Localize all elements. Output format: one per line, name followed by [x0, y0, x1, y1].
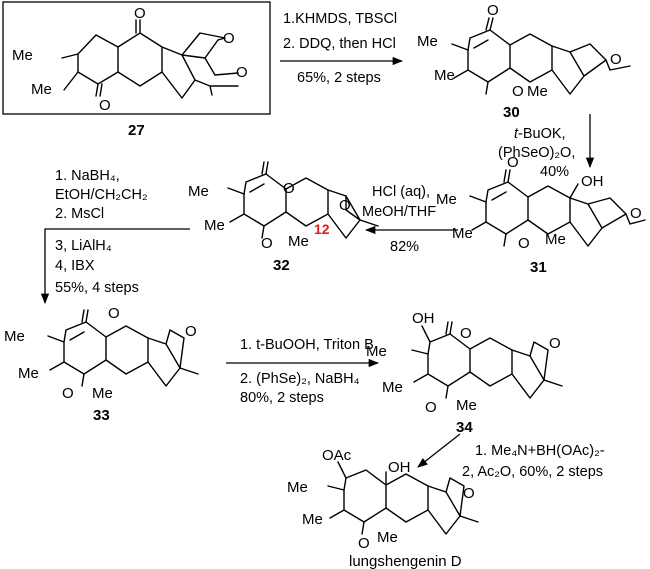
compound-27: O O Me Me O O 27 [2, 1, 271, 139]
compound-34-ketone-o-top: O [460, 325, 472, 342]
compound-30-ketone-o-bottom: O [512, 83, 524, 100]
compound-33-ketone-o-bottom: O [62, 385, 74, 402]
step-5: 1. t-BuOOH, Triton B 2. (PhSe)₂, NaBH₄ 8… [226, 337, 380, 406]
compound-33-methyl-3: Me [92, 385, 113, 402]
final-methyl-1: Me [287, 479, 308, 496]
compound-34-methyl-3: Me [456, 397, 477, 414]
step-6-reagent-2: 2, Ac₂O, 60%, 2 steps [462, 464, 603, 480]
final-compound-name: lungshengenin D [349, 553, 462, 569]
step-1-reagent-1: 1.KHMDS, TBSCl [283, 11, 397, 27]
compound-32-methyl-3: Me [288, 233, 309, 250]
step-3: HCl (aq), MeOH/THF 82% [362, 184, 458, 255]
step-4-reagent-4: 4, IBX [55, 258, 95, 274]
compound-32-ether-o: O [339, 197, 351, 214]
compound-30-ketone-o-top: O [487, 2, 499, 19]
compound-31-ketone-o-right: O [630, 205, 642, 222]
step-1-yield: 65%, 2 steps [297, 70, 381, 86]
compound-27-box [2, 1, 271, 115]
compound-32-label: 32 [273, 257, 290, 274]
compound-33: O O O Me Me Me 33 [4, 305, 199, 424]
compound-33-methyl-2: Me [18, 365, 39, 382]
step-2-yield: 40% [540, 164, 569, 180]
step-4-yield: 55%, 4 steps [55, 280, 139, 296]
arrow-34-to-final [417, 433, 461, 468]
final-hydroxyl: OH [388, 459, 411, 476]
arrow-32-to-33 [40, 228, 190, 305]
step-3-yield: 82% [390, 239, 419, 255]
step-4-solvent: EtOH/CH₂CH₂ [55, 187, 148, 203]
compound-30-methyl-3: Me [527, 83, 548, 100]
compound-34-label: 34 [456, 419, 473, 436]
compound-32: O O O Me Me Me 12 32 [188, 161, 379, 274]
step-4-reagent-3: 3, LiAlH₄ [55, 238, 112, 254]
compound-34-ether-o: O [549, 335, 561, 352]
compound-30: O O Me Me Me O 30 [417, 2, 631, 121]
final-acetate: OAc [322, 447, 352, 464]
compound-33-ketone-o-top: O [108, 305, 120, 322]
step-6: 1. Me₄N+BH(OAc)₂- 2, Ac₂O, 60%, 2 steps [417, 433, 605, 480]
compound-27-label: 27 [128, 122, 145, 139]
compound-31-label: 31 [530, 259, 547, 276]
compound-30-methyl-1: Me [417, 33, 438, 50]
step-5-yield: 80%, 2 steps [240, 390, 324, 406]
compound-32-ketone-o-bottom: O [261, 235, 273, 252]
step-3-reagent-1: HCl (aq), [372, 184, 430, 200]
step-2-reagent-1: t-BuOK, [514, 126, 566, 142]
step-2: t-BuOK, (PhSeO)₂O, 40% [498, 114, 595, 180]
compound-31-methyl-3: Me [545, 231, 566, 248]
step-1-reagent-2: 2. DDQ, then HCl [283, 36, 396, 52]
compound-34: OH O O O Me Me Me 34 [366, 310, 563, 436]
final-ether-o: O [463, 485, 475, 502]
compound-31-methyl-2: Me [452, 225, 473, 242]
compound-33-ether-o: O [185, 323, 197, 340]
final-methyl-3: Me [377, 529, 398, 546]
step-5-reagent-1: 1. t-BuOOH, Triton B [240, 337, 374, 353]
step-4-reagent-2: 2. MsCl [55, 206, 104, 222]
compound-31-ketone-o-top: O [507, 154, 519, 171]
compound-27-methyl-1: Me [12, 47, 33, 64]
compound-33-methyl-1: Me [4, 328, 25, 345]
step-6-reagent-1: 1. Me₄N+BH(OAc)₂- [475, 443, 605, 459]
compound-32-methyl-1: Me [188, 183, 209, 200]
compound-34-hydroxyl: OH [412, 310, 435, 327]
compound-32-methyl-2: Me [204, 217, 225, 234]
compound-33-label: 33 [93, 407, 110, 424]
compound-30-ketone-o-right: O [610, 51, 622, 68]
compound-31: O O OH Me Me Me O 31 [436, 154, 646, 276]
compound-31-hydroxyl: OH [581, 173, 604, 190]
step-2-reagent-2: (PhSeO)₂O, [498, 145, 575, 161]
compound-34-methyl-2: Me [382, 379, 403, 396]
final-methyl-2: Me [302, 511, 323, 528]
step-4-reagent-1: 1. NaBH₄, [55, 168, 120, 184]
step-4: 1. NaBH₄, EtOH/CH₂CH₂ 2. MsCl 3, LiAlH₄ … [40, 168, 190, 305]
compound-27-ketone-o-top: O [134, 5, 146, 22]
step-3-reagent-2: MeOH/THF [362, 204, 436, 220]
compound-32-c12-label: 12 [314, 221, 330, 237]
compound-31-ketone-o-bottom: O [518, 235, 530, 252]
compound-27-ketone-o-bottom: O [99, 97, 111, 114]
compound-lungshengenin-d: OAc OH O O Me Me Me lungshengenin D [287, 447, 479, 569]
compound-30-label: 30 [503, 104, 520, 121]
compound-27-dioxolane-o-2: O [236, 64, 248, 81]
compound-34-methyl-1: Me [366, 343, 387, 360]
compound-27-dioxolane-o-1: O [223, 30, 235, 47]
compound-31-methyl-1: Me [436, 191, 457, 208]
compound-32-ketone-o-top: O [283, 180, 295, 197]
compound-27-methyl-2: Me [31, 81, 52, 98]
compound-34-ketone-o-bottom: O [425, 399, 437, 416]
compound-30-methyl-2: Me [434, 67, 455, 84]
final-ketone-o: O [358, 535, 370, 552]
step-1: 1.KHMDS, TBSCl 2. DDQ, then HCl 65%, 2 s… [280, 11, 404, 86]
step-5-reagent-2: 2. (PhSe)₂, NaBH₄ [240, 371, 360, 387]
